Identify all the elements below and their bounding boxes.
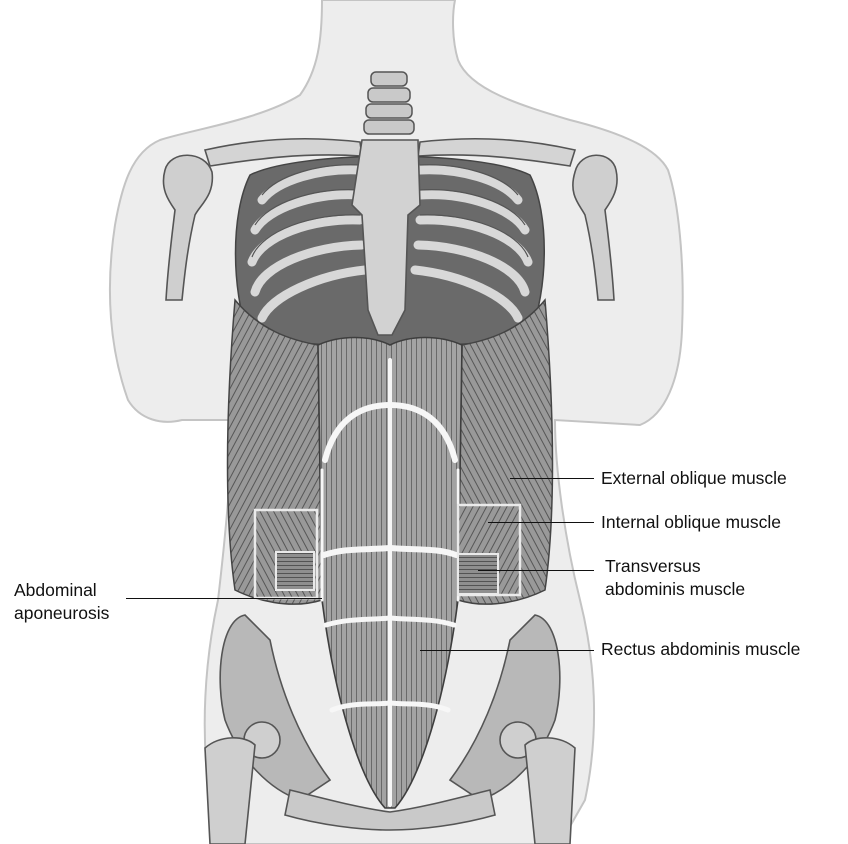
- label-aponeurosis-line2: aponeurosis: [14, 602, 109, 624]
- external-oblique-leader: [510, 478, 594, 479]
- label-rectus-abdominis: Rectus abdominis muscle: [601, 638, 800, 660]
- transversus-leader: [478, 570, 594, 571]
- label-transversus-line1: Transversus: [605, 555, 701, 577]
- left-transversus-abdominis: [276, 552, 314, 590]
- right-transversus-abdominis: [458, 554, 498, 594]
- label-internal-oblique: Internal oblique muscle: [601, 511, 781, 533]
- label-external-oblique: External oblique muscle: [601, 467, 787, 489]
- rectus-abdominis-leader: [420, 650, 594, 651]
- label-transversus-line2: abdominis muscle: [605, 578, 745, 600]
- label-aponeurosis-line1: Abdominal: [14, 579, 97, 601]
- aponeurosis-leader: [126, 598, 322, 599]
- internal-oblique-leader: [488, 522, 594, 523]
